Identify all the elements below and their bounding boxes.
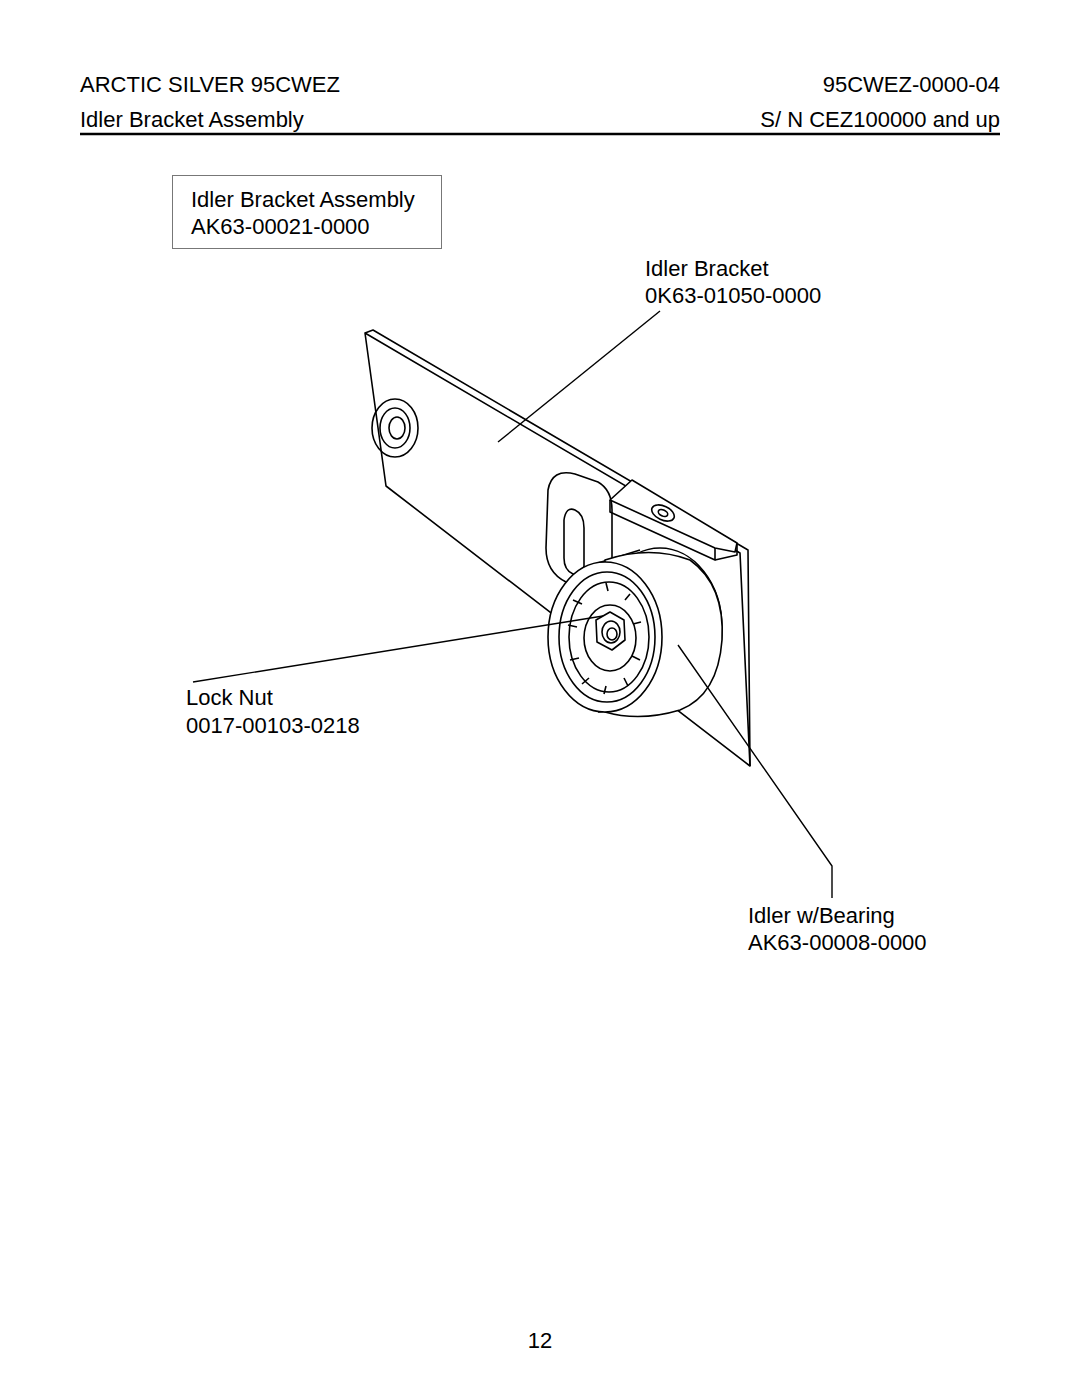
- product-name: ARCTIC SILVER 95CWEZ: [80, 72, 340, 98]
- part-number: 0K63-01050-0000: [645, 283, 821, 309]
- part-name: Idler Bracket: [645, 256, 769, 282]
- idler-bracket-plate: [365, 330, 750, 766]
- part-name: Idler w/Bearing: [748, 903, 895, 929]
- page-number: 12: [528, 1328, 552, 1354]
- idler-pulley: [548, 548, 722, 717]
- header-rule: [80, 133, 1000, 136]
- document-number: 95CWEZ-0000-04: [823, 72, 1000, 98]
- part-number: 0017-00103-0218: [186, 713, 360, 739]
- assembly-part-number: AK63-00021-0000: [191, 213, 427, 240]
- assembly-title-box: Idler Bracket AssemblyAK63-00021-0000: [172, 175, 442, 249]
- page-title: Idler Bracket Assembly: [80, 107, 304, 133]
- lock-nut: [596, 612, 625, 650]
- leader-lines: [193, 311, 832, 898]
- assembly-name: Idler Bracket Assembly: [191, 186, 427, 213]
- part-name: Lock Nut: [186, 685, 273, 711]
- serial-range: S/ N CEZ100000 and up: [760, 107, 1000, 133]
- part-number: AK63-00008-0000: [748, 930, 927, 956]
